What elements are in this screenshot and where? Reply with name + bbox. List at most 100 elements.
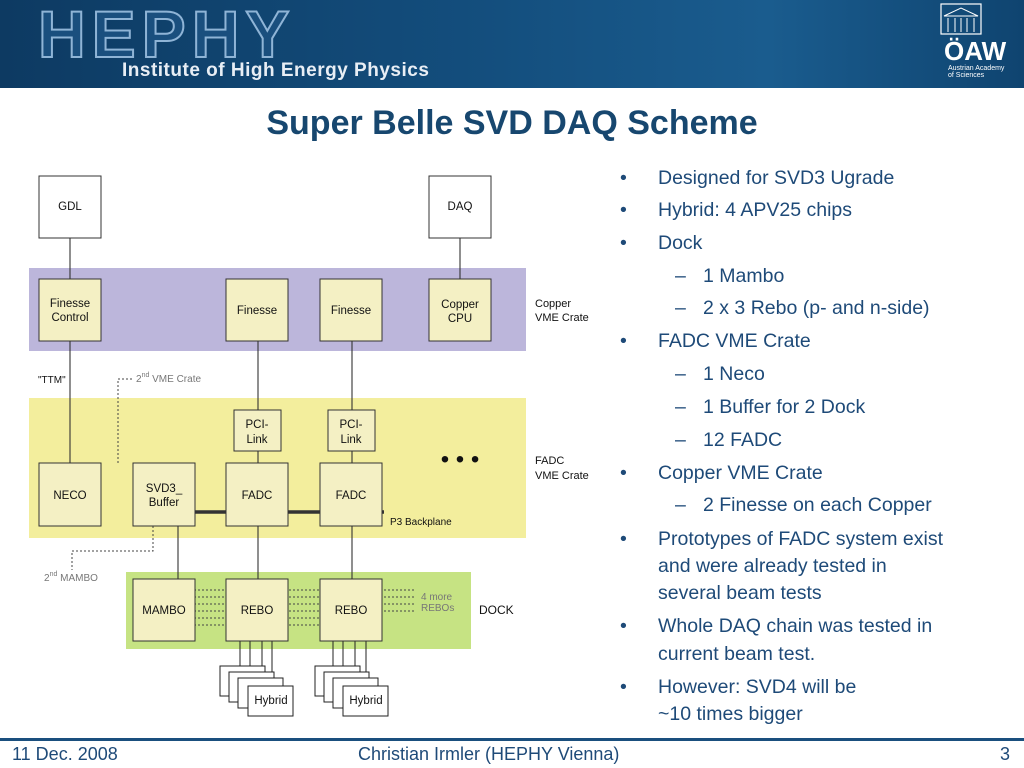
bullet-text: 1 Mambo (703, 265, 785, 287)
mambo-label: MAMBO (142, 605, 186, 617)
finesse-label-1: Finesse (237, 305, 277, 317)
second-mambo-label: 2nd MAMBO (44, 571, 98, 584)
bullet-item: • FADC VME Crate (620, 330, 811, 353)
hybrid-label-2: Hybrid (349, 695, 382, 707)
bullet-text: Designed for SVD3 Ugrade (658, 167, 895, 189)
bullet-item: • Copper VME Crate (620, 462, 823, 485)
hybrid-stack-left (219, 641, 294, 717)
bullet-text: Copper VME Crate (658, 462, 823, 484)
connection-lines (69, 238, 461, 579)
pci-link-box-1 (233, 409, 282, 452)
bullet-marker: • (620, 462, 627, 484)
bullet-marker: • (620, 528, 627, 550)
mambo-box (132, 578, 196, 642)
bullet-text: Hybrid: 4 APV25 chips (658, 199, 853, 221)
fadc-crate-label-1: FADC (535, 455, 564, 467)
finesse-box-2 (319, 278, 383, 342)
bullet-item: • Hybrid: 4 APV25 chips (620, 199, 853, 222)
academy-name: Austrian Academy of Sciences (948, 65, 1008, 79)
bullet-text: Whole DAQ chain was tested in (658, 615, 933, 637)
footer-date: 11 Dec. 2008 (12, 744, 118, 764)
rebo-label-1: REBO (241, 605, 274, 617)
copper-cpu-label-1: Copper (441, 299, 479, 311)
sub-bullet-item: –1 Mambo (675, 265, 785, 288)
ttm-label: "TTM" (38, 375, 66, 386)
bullet-text: current beam test. (658, 643, 816, 665)
bullet-text: 2 x 3 Rebo (p- and n-side) (703, 297, 930, 319)
more-rebos-label-2: REBOs (421, 603, 454, 614)
academy-building-icon (940, 3, 982, 35)
academy-name-line-2: of Sciences (948, 72, 985, 79)
gdl-label: GDL (58, 201, 82, 213)
sub-bullet-item: –1 Neco (675, 363, 765, 386)
bullet-marker: • (620, 330, 627, 352)
dock-label: DOCK (479, 603, 514, 617)
svd3-buffer-label-1: SVD3_ (146, 483, 183, 495)
dash-marker: – (675, 265, 686, 287)
slide-title: Super Belle SVD DAQ Scheme (266, 104, 758, 142)
rebo-box-1 (225, 578, 289, 642)
header-banner: HEPHY Institute of High Energy Physics Ö… (0, 0, 1024, 88)
bullet-marker: • (620, 199, 627, 221)
svd3-buffer-label-2: Buffer (149, 497, 180, 509)
fadc-box-2 (319, 462, 383, 527)
pci-link-label-2b: Link (340, 434, 361, 446)
more-rebos-label-1: 4 more (421, 592, 453, 603)
bullet-marker: • (620, 676, 627, 698)
bullet-text: 12 FADC (703, 429, 783, 451)
bullet-item: several beam tests (658, 582, 822, 605)
pci-link-box-2 (327, 409, 376, 452)
gdl-box (38, 175, 102, 239)
finesse-label-2: Finesse (331, 305, 371, 317)
bullet-text: 1 Neco (703, 363, 765, 385)
bullet-item: • Designed for SVD3 Ugrade (620, 167, 895, 190)
academy-logo-text: ÖAW (944, 36, 1007, 66)
copper-crate-label-1: Copper (535, 298, 571, 310)
pci-link-label-1b: Link (246, 434, 267, 446)
dash-marker: – (675, 363, 686, 385)
bullet-text: Dock (658, 232, 703, 254)
bullet-text: several beam tests (658, 582, 822, 604)
sub-bullet-item: –12 FADC (675, 429, 783, 452)
bullet-item: current beam test. (658, 643, 815, 666)
ellipsis-dots: • • • (441, 446, 480, 473)
sub-bullet-item: –2 Finesse on each Copper (675, 494, 932, 517)
bullet-text: However: SVD4 will be (658, 676, 857, 698)
fadc-crate-label-2: VME Crate (535, 470, 589, 482)
hybrid-stack-right (314, 641, 389, 717)
sub-bullet-item: –1 Buffer for 2 Dock (675, 396, 866, 419)
second-vme-crate-label: 2nd VME Crate (136, 372, 201, 385)
bullet-marker: • (620, 615, 627, 637)
bullet-text: FADC VME Crate (658, 330, 811, 352)
footer-author: Christian Irmler (HEPHY Vienna) (358, 744, 620, 764)
p3-backplane-label: P3 Backplane (390, 517, 452, 528)
hephy-logo: HEPHY (37, 0, 296, 72)
bullet-text: ~10 times bigger (658, 703, 803, 725)
copper-cpu-box (428, 278, 492, 342)
bullet-text: and were already tested in (658, 555, 887, 577)
daq-box (428, 175, 492, 239)
finesse-control-label-1: Finesse (50, 298, 90, 310)
academy-name-line-1: Austrian Academy (948, 65, 1005, 72)
bullet-item: ~10 times bigger (658, 703, 803, 726)
svd3-buffer-box (132, 462, 196, 527)
institute-subtitle: Institute of High Energy Physics (122, 60, 430, 81)
finesse-box-1 (225, 278, 289, 342)
fadc-label-1: FADC (242, 490, 273, 502)
bullet-item: • Dock (620, 232, 703, 255)
finesse-control-box (38, 278, 102, 342)
bullet-text: 1 Buffer for 2 Dock (703, 396, 866, 418)
bullet-marker: • (620, 167, 627, 189)
bullet-text: 2 Finesse on each Copper (703, 494, 932, 516)
footer-divider (0, 738, 1024, 741)
hybrid-label-1: Hybrid (254, 695, 287, 707)
sub-bullet-item: –2 x 3 Rebo (p- and n-side) (675, 297, 930, 320)
neco-label: NECO (53, 490, 86, 502)
bullet-marker: • (620, 232, 627, 254)
footer-page-number: 3 (1000, 744, 1011, 764)
copper-crate-label-2: VME Crate (535, 312, 589, 324)
dash-marker: – (675, 494, 686, 516)
fadc-box-1 (225, 462, 289, 527)
bullet-text: Prototypes of FADC system exist (658, 528, 944, 550)
copper-cpu-label-2: CPU (448, 313, 472, 325)
